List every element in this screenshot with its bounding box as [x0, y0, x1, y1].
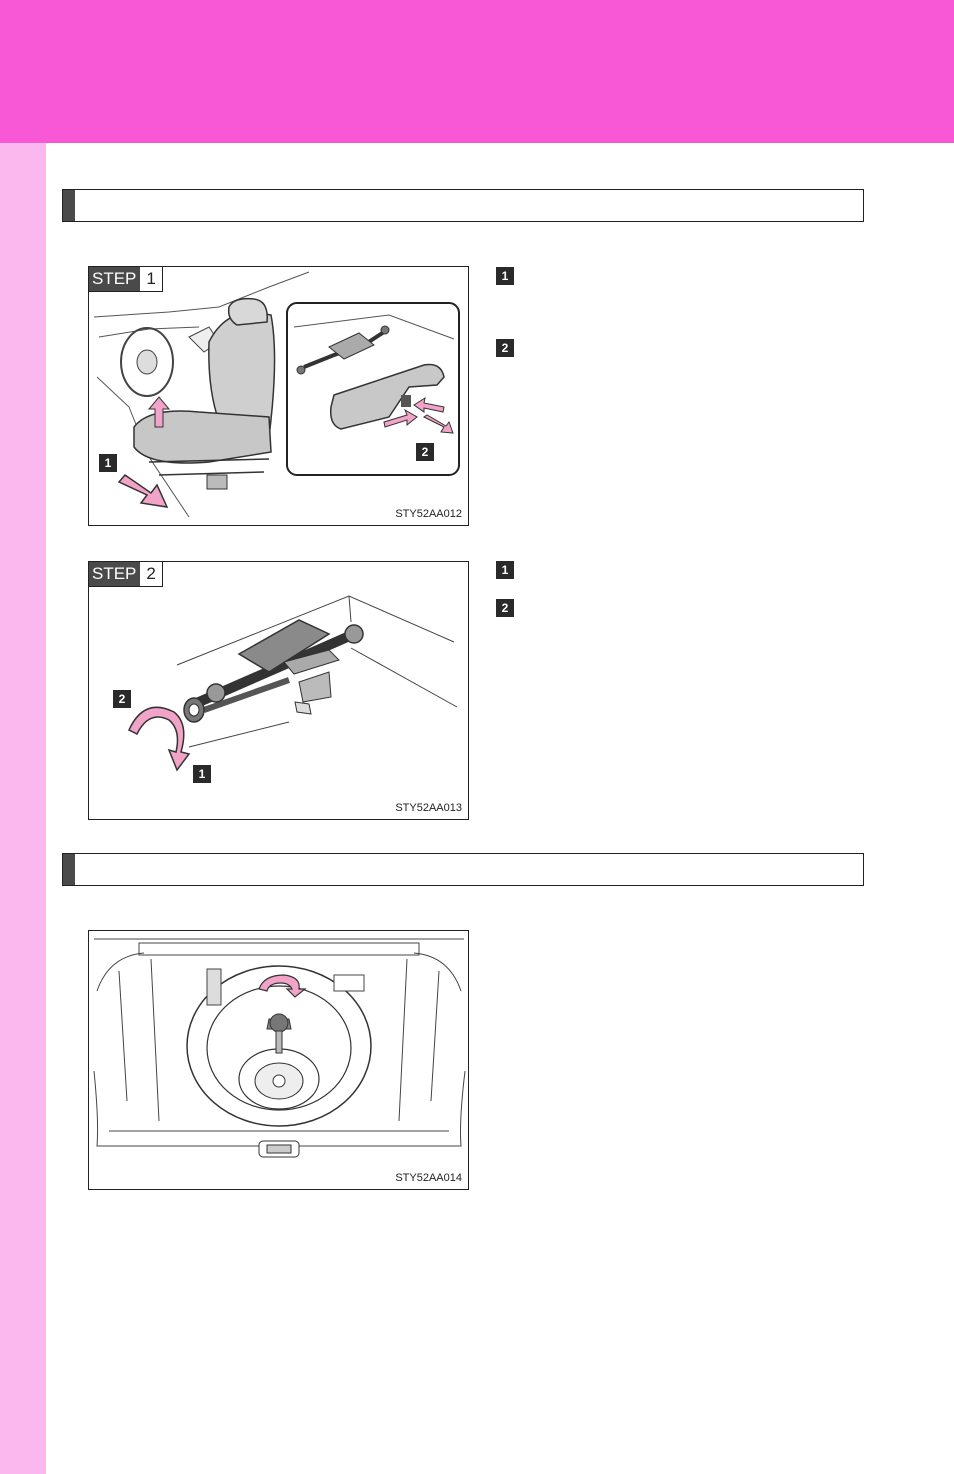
seat-illustration	[93, 271, 460, 518]
figure-spare-tire: STY52AA014	[88, 930, 469, 1190]
step-badge: STEP 2	[89, 562, 163, 587]
step-number-box: 1	[496, 267, 514, 285]
figure-step-1: STEP 1 1 2 STY52AA012	[88, 266, 469, 526]
figure-code: STY52AA012	[395, 508, 462, 520]
section-header-2	[62, 853, 864, 886]
figure-step-2: STEP 2 2 1 STY52AA013	[88, 561, 469, 820]
step-badge: STEP 1	[89, 267, 163, 292]
side-color-band	[0, 143, 46, 1474]
section-header-marker	[63, 190, 75, 221]
figure-code: STY52AA013	[395, 802, 462, 814]
callout-2: 2	[113, 690, 131, 708]
step-word: STEP	[89, 562, 141, 586]
step-number: 1	[140, 267, 162, 291]
jack-illustration	[128, 595, 458, 772]
callout-2: 2	[416, 443, 434, 461]
trunk-illustration	[93, 938, 466, 1158]
figure-code: STY52AA014	[395, 1172, 462, 1184]
section-header-1	[62, 189, 864, 222]
step-number: 2	[140, 562, 162, 586]
section-header-marker	[63, 854, 75, 885]
step-number-box: 1	[496, 561, 514, 579]
callout-1: 1	[99, 454, 117, 472]
step-number-box: 2	[496, 339, 514, 357]
callout-1: 1	[193, 765, 211, 783]
step-number-box: 2	[496, 599, 514, 617]
top-color-band	[0, 0, 954, 143]
step-word: STEP	[89, 267, 141, 291]
